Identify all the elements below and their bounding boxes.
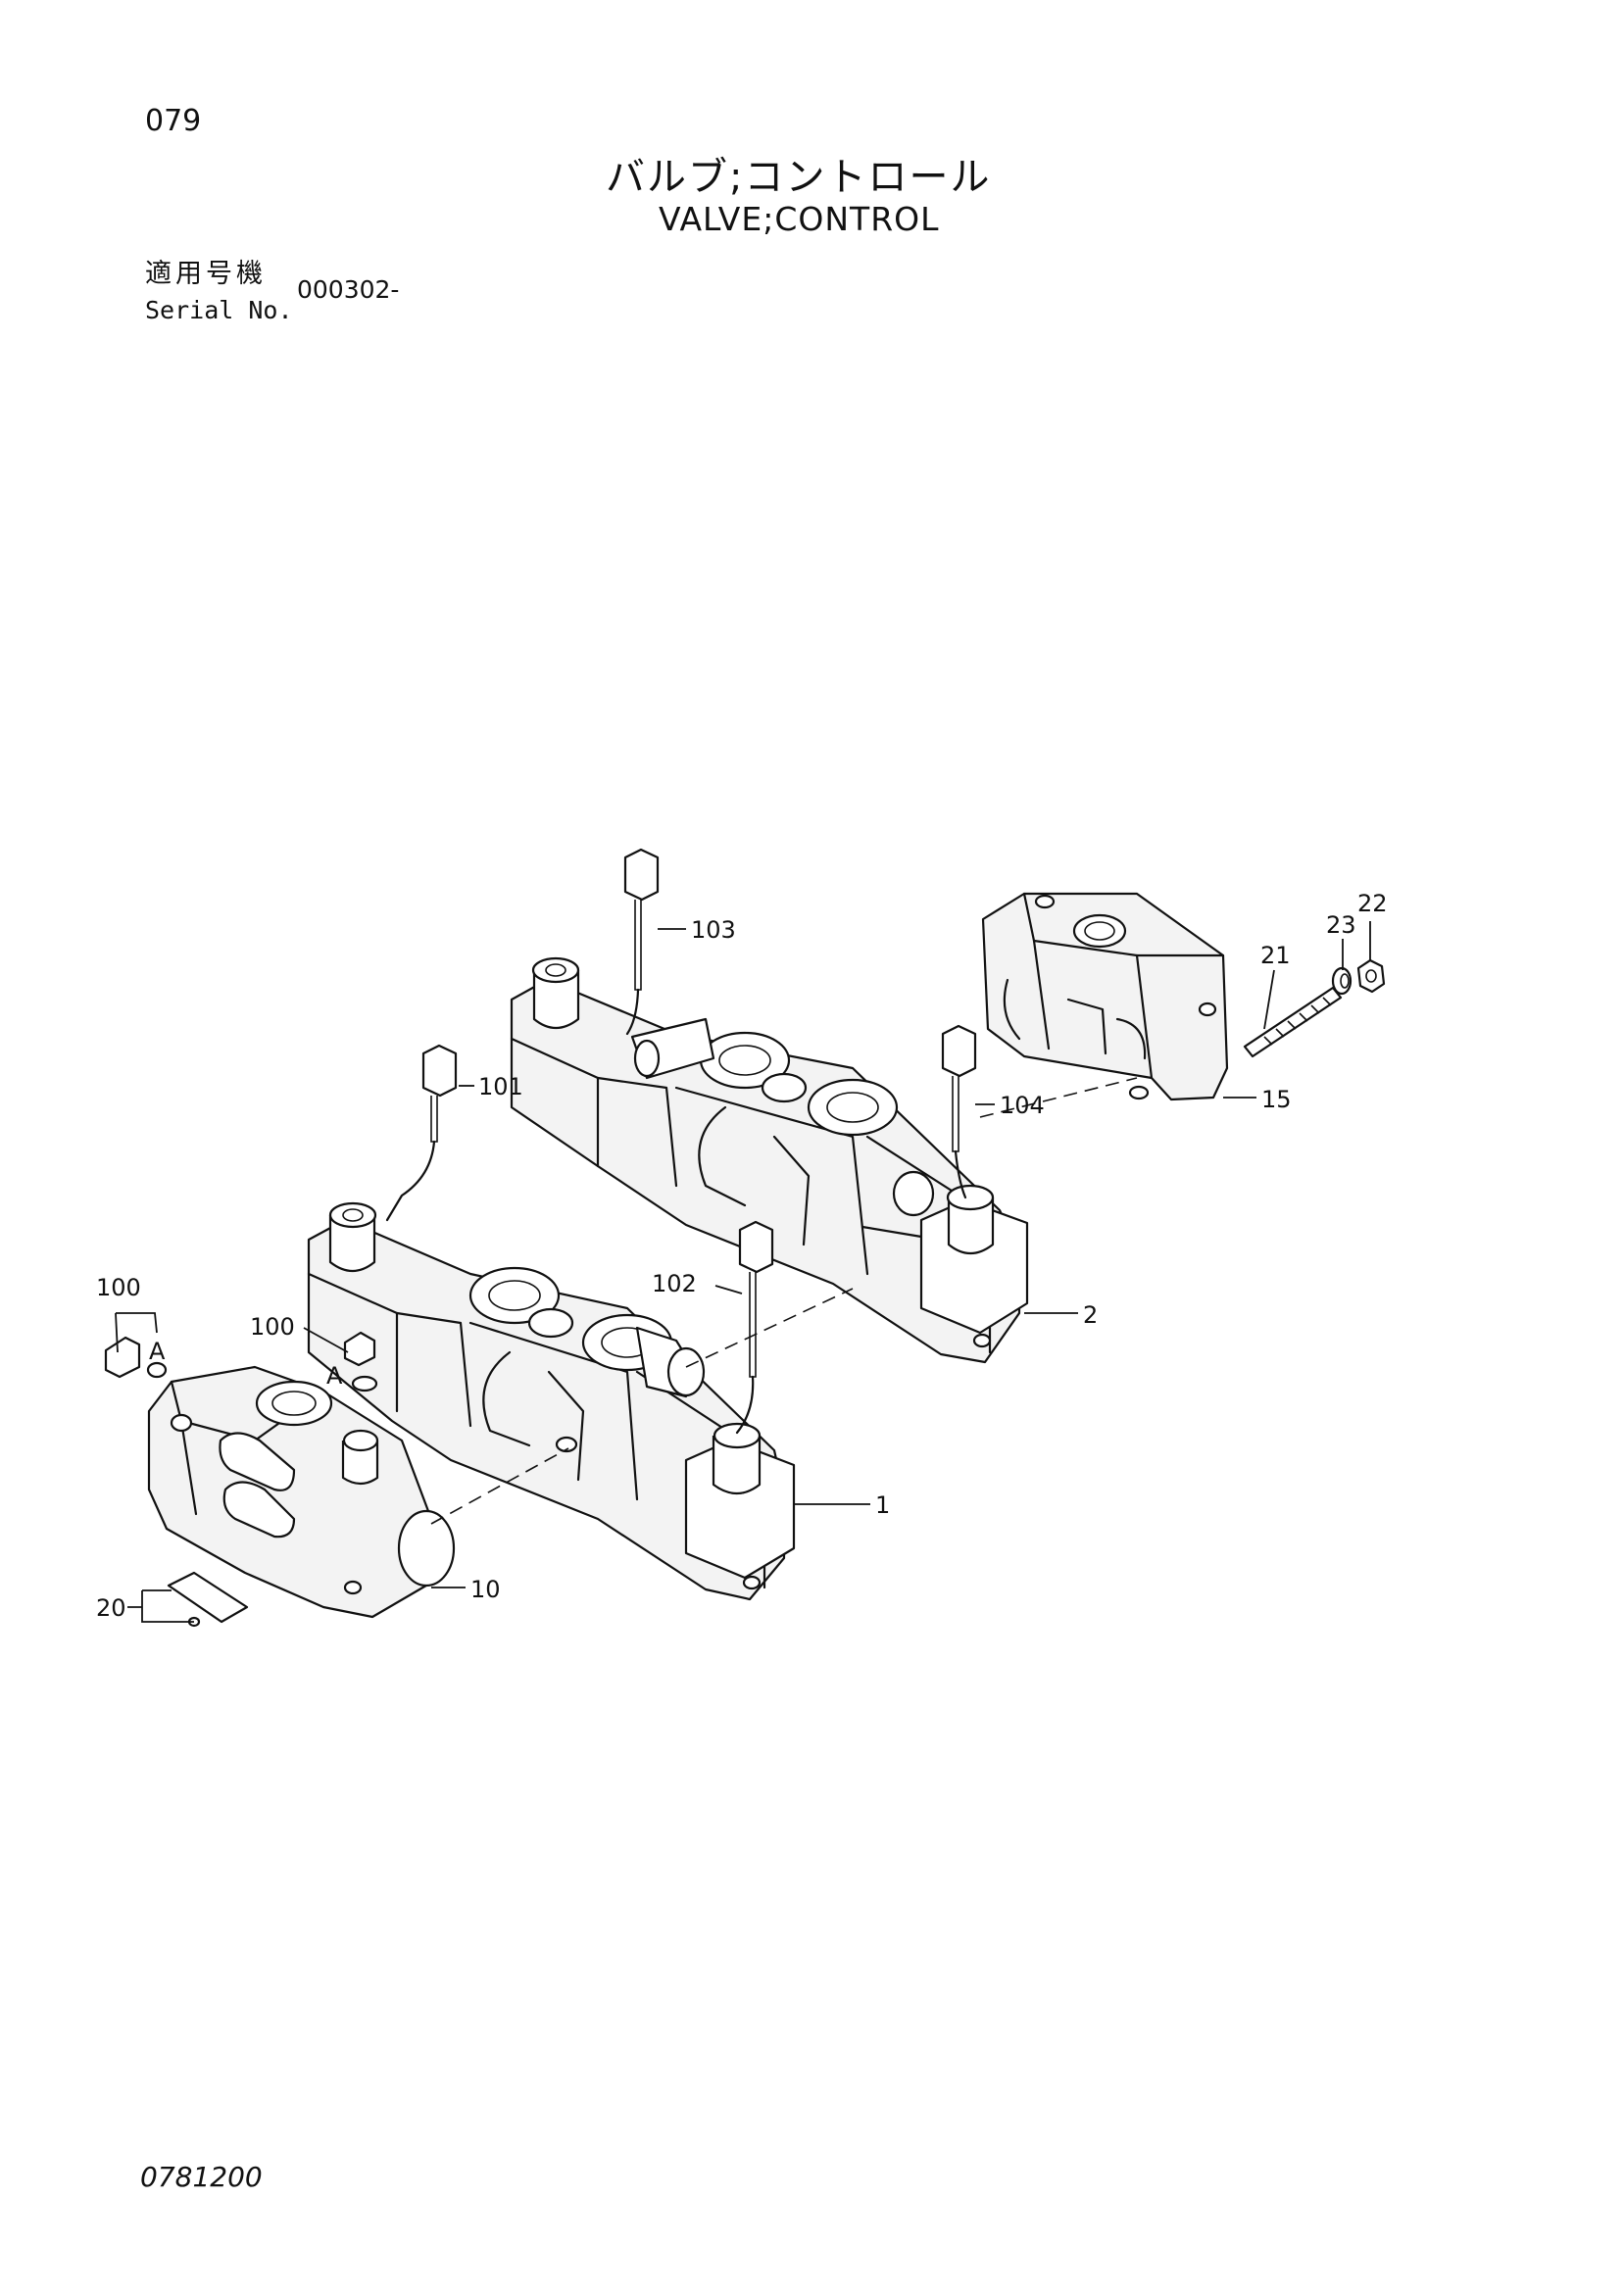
serial-label-japanese: 適用号機 [145,259,267,289]
callout-21: 21 [1260,942,1291,969]
assembly-axis-lower [430,1447,569,1525]
callout-103: 103 [691,916,736,944]
plug-part-100-middle [343,1331,378,1392]
callout-102: 102 [652,1270,697,1297]
callout-1: 1 [875,1491,890,1519]
serial-label-english: Serial No. [145,296,293,324]
callout-101: 101 [478,1073,523,1100]
plug-part-100-left [104,1336,168,1379]
name-plate-part-20 [167,1571,249,1628]
solenoid-top-left-part-1 [328,1201,377,1273]
solenoid-right-part-1 [684,1422,796,1590]
callout-leaders [115,921,1371,1623]
drawing-code: 0781200 [140,2161,263,2193]
title-japanese: バルブ;コントロール [606,155,992,200]
end-cover-part-15 [981,892,1229,1101]
callout-10: 10 [470,1576,501,1603]
callout-100-middle: 100 [250,1313,295,1341]
stud-bolt-part-21 [1243,986,1343,1058]
title-english: VALVE;CONTROL [659,200,940,238]
connector-harness-part-103 [623,848,660,1036]
callout-23: 23 [1326,911,1356,939]
spring-washer-part-23 [1331,966,1352,996]
connector-harness-part-102 [735,1220,774,1435]
callout-100-left: 100 [96,1274,141,1301]
serial-number-value: 000302- [297,275,400,304]
reference-mark-a-left: A [149,1338,166,1365]
callout-2: 2 [1083,1301,1098,1329]
nut-part-22 [1356,958,1386,994]
assembly-axis-upper [979,1077,1138,1118]
connector-harness-part-104 [941,1024,977,1199]
page-number: 079 [145,104,202,138]
callout-22: 22 [1357,890,1388,917]
connector-harness-part-101 [385,1044,458,1222]
callout-20: 20 [96,1594,126,1622]
inlet-cover-part-10 [147,1365,456,1619]
valve-section-part-2 [510,978,1021,1364]
valve-section-part-1 [307,1218,786,1601]
solenoid-right-part-2 [919,1184,1029,1348]
solenoid-top-left-part-2 [531,956,580,1030]
callout-104: 104 [1000,1092,1045,1119]
callout-15: 15 [1261,1086,1292,1113]
reference-mark-a-middle: A [326,1362,343,1390]
assembly-axis-middle [685,1288,854,1368]
